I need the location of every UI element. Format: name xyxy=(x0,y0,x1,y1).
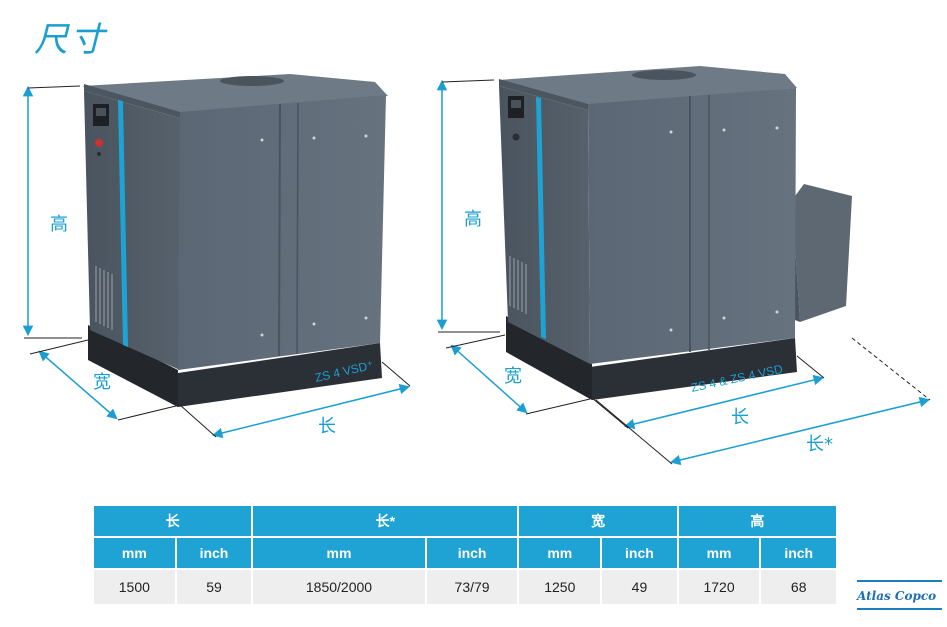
table-row: 1500 59 1850/2000 73/79 1250 49 1720 68 xyxy=(94,568,836,604)
logo-bottom-bar xyxy=(857,608,942,610)
left-width-label: 宽 xyxy=(93,372,111,393)
page-title: 尺寸 xyxy=(34,20,106,60)
left-height-label: 高 xyxy=(50,214,68,235)
left-length-label: 长 xyxy=(318,416,336,437)
right-length-label: 长 xyxy=(731,407,749,428)
unit-header: inch xyxy=(602,536,677,568)
right-dimension-lines xyxy=(436,79,931,466)
table-cell: 73/79 xyxy=(426,568,518,604)
left-dimension-lines xyxy=(22,85,411,439)
table-cell: 49 xyxy=(602,568,677,604)
logo-text: Atlas Copco xyxy=(857,589,937,603)
unit-header: mm xyxy=(94,536,175,568)
right-height-label: 高 xyxy=(464,209,482,230)
table-cell: 68 xyxy=(761,568,836,604)
unit-header: inch xyxy=(761,536,836,568)
table-cell: 1850/2000 xyxy=(253,568,425,604)
col-group-width: 宽 xyxy=(519,506,677,536)
col-group-length-star: 长* xyxy=(253,506,518,536)
table-unit-header-row: mm inch mm inch mm inch mm inch xyxy=(94,536,836,568)
table-cell: 1250 xyxy=(519,568,601,604)
unit-header: mm xyxy=(519,536,601,568)
col-group-length: 长 xyxy=(94,506,252,536)
table-group-header-row: 长 长* 宽 高 xyxy=(94,506,836,536)
col-group-height: 高 xyxy=(678,506,836,536)
right-width-label: 宽 xyxy=(504,366,522,387)
unit-header: mm xyxy=(678,536,760,568)
unit-header: inch xyxy=(426,536,518,568)
logo-top-bar xyxy=(857,580,942,582)
table-cell: 1500 xyxy=(94,568,175,604)
right-length-star-label: 长* xyxy=(806,434,833,455)
unit-header: mm xyxy=(253,536,425,568)
atlas-copco-logo: Atlas Copco xyxy=(855,580,942,610)
table-cell: 1720 xyxy=(678,568,760,604)
left-compressor xyxy=(82,74,388,407)
dimension-table: 长 长* 宽 高 mm inch mm inch mm inch mm inch… xyxy=(92,506,838,604)
unit-header: inch xyxy=(176,536,252,568)
table-cell: 59 xyxy=(176,568,252,604)
right-compressor xyxy=(498,66,852,400)
